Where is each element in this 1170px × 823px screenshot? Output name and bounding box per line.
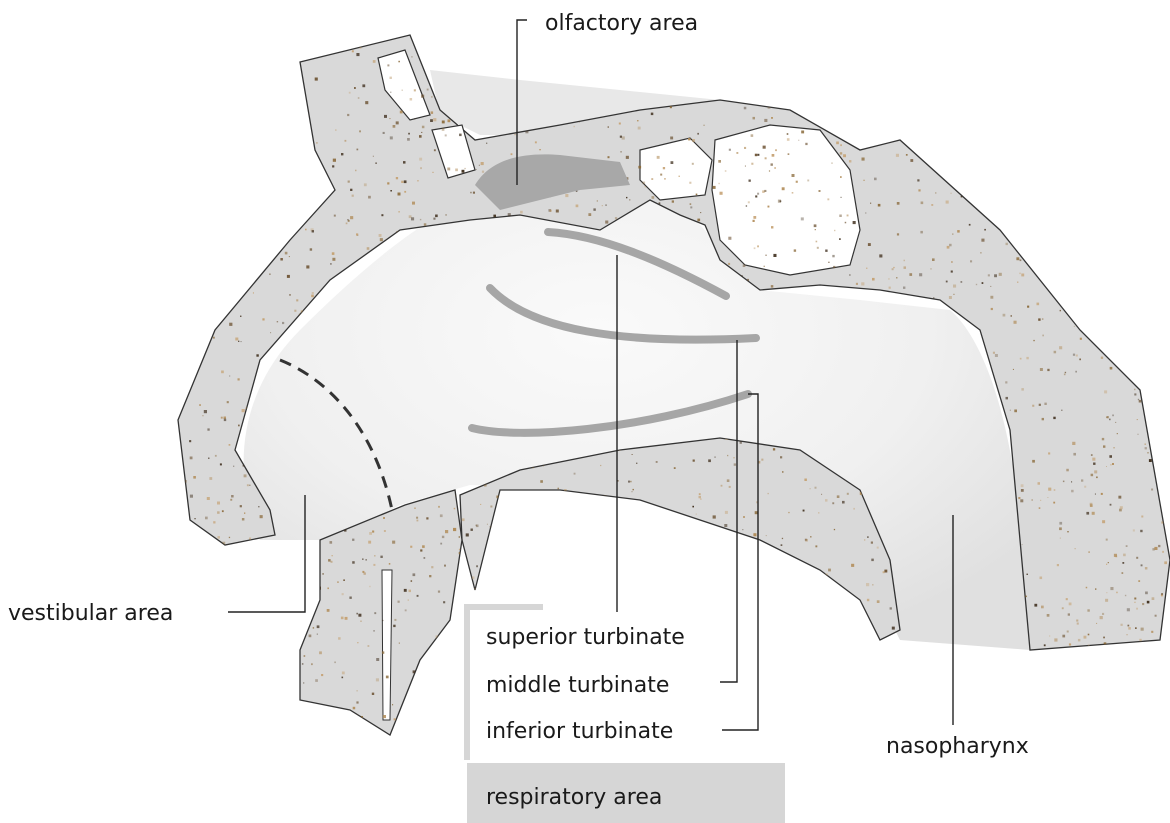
middle-turbinate-label: middle turbinate [486,673,669,698]
incisor-gap [382,570,392,720]
vestibular-area-label: vestibular area [8,601,173,626]
superior-turbinate-label: superior turbinate [486,625,685,650]
olfactory-area-label: olfactory area [545,11,698,36]
inferior-turbinate-label: inferior turbinate [486,719,673,744]
nasopharynx-label: nasopharynx [886,734,1029,759]
respiratory-area-label: respiratory area [486,785,662,810]
